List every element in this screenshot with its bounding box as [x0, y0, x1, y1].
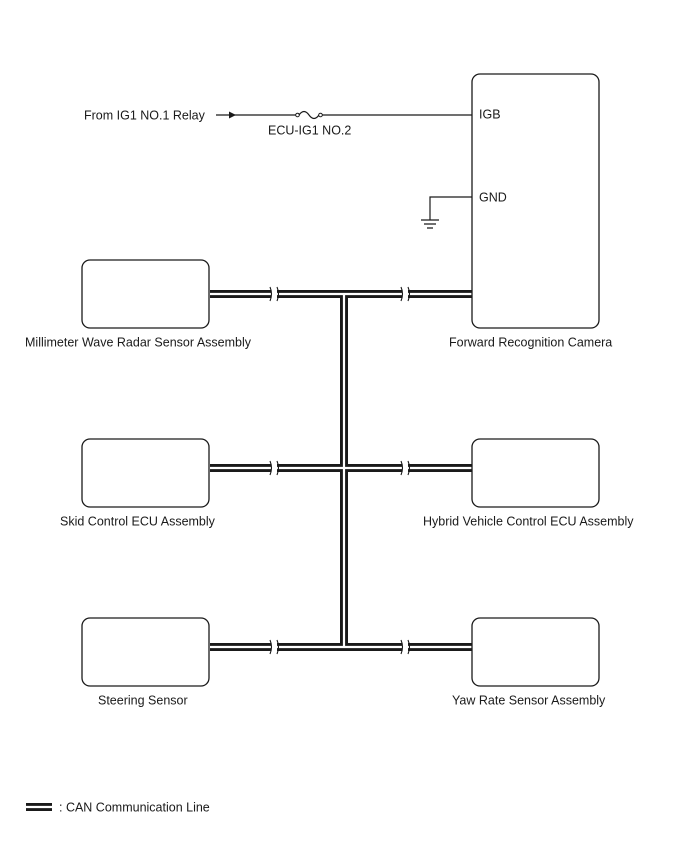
- power-supply-line: [216, 110, 472, 120]
- pin-gnd-label: GND: [479, 191, 507, 205]
- power-source-label: From IG1 NO.1 Relay: [84, 109, 206, 123]
- bus-break-mark: [269, 286, 280, 302]
- skid-control-ecu-label: Skid Control ECU Assembly: [60, 515, 216, 529]
- bus-break-mark: [269, 639, 280, 655]
- skid-control-ecu-box: [81, 438, 210, 508]
- yaw-rate-sensor-label: Yaw Rate Sensor Assembly: [452, 694, 606, 708]
- hybrid-vehicle-ecu-label: Hybrid Vehicle Control ECU Assembly: [423, 515, 634, 529]
- legend: : CAN Communication Line: [26, 801, 210, 815]
- fuse-terminal-left: [295, 112, 300, 118]
- yaw-rate-sensor-box: [471, 617, 600, 687]
- arrow-icon: [229, 111, 236, 119]
- bus-break-mark: [400, 460, 411, 476]
- forward-camera-box: [471, 73, 600, 329]
- ground-connection: [421, 196, 472, 229]
- pin-igb-label: IGB: [479, 108, 501, 122]
- hybrid-vehicle-ecu-box: [471, 438, 600, 508]
- forward-camera-label: Forward Recognition Camera: [449, 336, 612, 350]
- bus-break-mark: [269, 460, 280, 476]
- radar-sensor-label: Millimeter Wave Radar Sensor Assembly: [25, 336, 252, 350]
- can-bus: [210, 286, 472, 655]
- bus-break-mark: [400, 286, 411, 302]
- radar-sensor-box: [81, 259, 210, 329]
- bus-break-mark: [400, 639, 411, 655]
- steering-sensor-label: Steering Sensor: [98, 694, 188, 708]
- legend-label: : CAN Communication Line: [59, 801, 210, 815]
- fuse-label: ECU-IG1 NO.2: [268, 124, 351, 138]
- ground-wire: [429, 196, 472, 220]
- ground-icon: [421, 219, 439, 229]
- steering-sensor-box: [81, 617, 210, 687]
- fuse-icon: [298, 110, 320, 120]
- fuse-terminal-right: [318, 112, 323, 118]
